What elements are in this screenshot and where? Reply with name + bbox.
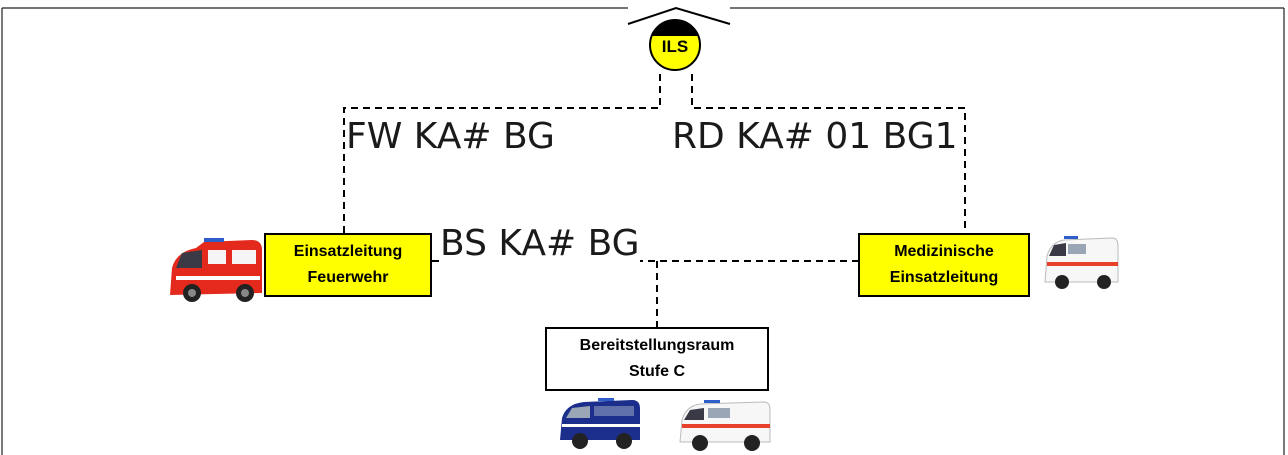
radio-links <box>343 74 966 327</box>
link-ils-ems <box>691 74 966 233</box>
channel-label-ems: RD KA# 01 BG1 <box>672 116 958 157</box>
ambulance-icon <box>679 400 771 451</box>
frame <box>1 7 1285 455</box>
ambulance-icon <box>1044 236 1119 289</box>
fire-command-line1: Einsatzleitung <box>293 243 403 260</box>
staging-area-line2: Stufe C <box>629 363 685 380</box>
staging-area-line1: Bereitstellungsraum <box>579 337 735 354</box>
fire-command-line2: Feuerwehr <box>307 269 389 286</box>
ils-dispatch-icon: ILS <box>627 6 731 71</box>
thw-van-icon <box>560 398 640 449</box>
ils-label: ILS <box>662 37 688 56</box>
channel-label-fire: FW KA# BG <box>346 116 555 157</box>
staging-area-box: Bereitstellungsraum Stufe C <box>545 327 769 391</box>
medical-command-box: Medizinische Einsatzleitung <box>858 233 1030 297</box>
fire-command-vehicle-icon <box>170 238 262 302</box>
link-ils-fire <box>343 74 661 233</box>
medical-command-line2: Einsatzleitung <box>889 269 999 286</box>
channel-label-staging: BS KA# BG <box>440 223 640 264</box>
fire-command-box: Einsatzleitung Feuerwehr <box>264 233 432 297</box>
medical-command-line1: Medizinische <box>894 243 994 260</box>
